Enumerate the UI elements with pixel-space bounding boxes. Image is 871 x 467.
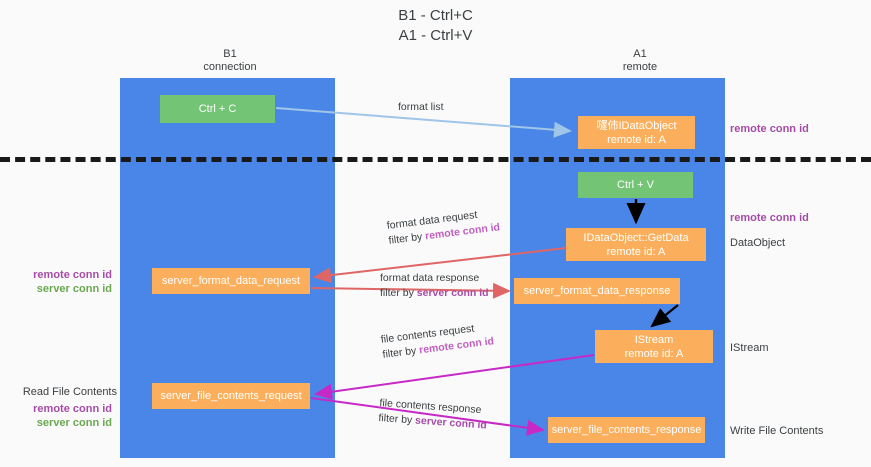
column-header-b1-name: B1	[223, 48, 237, 60]
label-right-istream: IStream	[730, 342, 769, 354]
node-idataobject-getdata[interactable]: IDataObject::GetData remote id: A	[566, 228, 706, 261]
node-idataobject-label: 嚺伂IDataObject	[596, 119, 677, 132]
arrow-label-format-data-response-text: format data response	[380, 272, 480, 284]
node-server-file-contents-request-label: server_file_contents_request	[160, 390, 302, 402]
column-header-a1-role: remote	[622, 61, 658, 73]
node-server-format-data-request-label: server_format_data_request	[161, 275, 301, 287]
page-title: B1 - Ctrl+C A1 - Ctrl+V	[0, 6, 871, 46]
label-left-server-conn-id-bottom: server conn id	[36, 417, 112, 429]
phase-divider	[0, 157, 871, 162]
node-ctrl-v-label: Ctrl + V	[617, 179, 654, 191]
title-line-1: B1 - Ctrl+C	[398, 7, 473, 24]
node-server-format-data-response[interactable]: server_format_data_response	[514, 278, 680, 304]
node-ctrl-v[interactable]: Ctrl + V	[578, 172, 693, 198]
node-istream[interactable]: IStream remote id: A	[595, 330, 713, 363]
label-left-remote-conn-id-bottom: remote conn id	[33, 403, 112, 415]
label-left-server-conn-id-top: server conn id	[36, 283, 112, 295]
arrow-label-format-list: format list	[398, 100, 444, 115]
label-right-dataobject: DataObject	[730, 237, 786, 249]
node-server-file-contents-request[interactable]: server_file_contents_request	[152, 383, 310, 409]
filter-prefix: filter by	[387, 230, 426, 247]
label-left-conn-ids-bottom: remote conn id server conn id	[22, 402, 112, 430]
filter-value-server-conn-id: server conn id	[416, 287, 489, 299]
node-ctrl-c[interactable]: Ctrl + C	[160, 95, 275, 123]
column-header-b1: B1 connection	[150, 48, 310, 74]
node-server-format-data-response-label: server_format_data_response	[523, 285, 671, 297]
arrow-label-format-data-response: format data response filter by server co…	[380, 271, 489, 301]
label-right-remote-conn-id-mid: remote conn id	[730, 212, 809, 224]
filter-prefix: filter by	[380, 287, 417, 299]
arrow-label-format-data-request: format data request filter by remote con…	[386, 205, 501, 248]
title-line-2: A1 - Ctrl+V	[398, 27, 473, 44]
filter-value-server-conn-id: server conn id	[414, 414, 488, 432]
label-right-write-file-contents: Write File Contents	[730, 425, 824, 437]
arrow-label-file-contents-request: file contents request filter by remote c…	[380, 319, 495, 362]
node-idataobject-sublabel: remote id: A	[607, 133, 666, 146]
filter-prefix: filter by	[381, 344, 420, 361]
filter-prefix: filter by	[378, 411, 416, 427]
label-left-read-file-contents: Read File Contents	[22, 386, 117, 398]
node-server-file-contents-response-label: server_file_contents_response	[551, 424, 702, 436]
node-server-file-contents-response[interactable]: server_file_contents_response	[548, 417, 705, 443]
arrow-label-format-list-text: format list	[398, 101, 444, 113]
column-header-a1: A1 remote	[560, 48, 720, 74]
node-istream-sublabel: remote id: A	[624, 347, 684, 360]
node-ctrl-c-label: Ctrl + C	[198, 103, 237, 115]
arrow-label-format-data-response-filter: filter by server conn id	[380, 286, 489, 301]
arrow-label-file-contents-response: file contents response filter by server …	[378, 396, 488, 433]
label-left-conn-ids-top: remote conn id server conn id	[22, 268, 112, 296]
node-getdata-sublabel: remote id: A	[606, 245, 666, 258]
column-header-b1-role: connection	[203, 61, 257, 73]
node-idataobject[interactable]: 嚺伂IDataObject remote id: A	[578, 116, 695, 149]
column-header-a1-name: A1	[633, 48, 647, 60]
node-getdata-label: IDataObject::GetData	[583, 231, 689, 244]
node-istream-label: IStream	[634, 333, 674, 346]
label-right-remote-conn-id-top: remote conn id	[730, 123, 809, 135]
label-left-remote-conn-id-top: remote conn id	[33, 269, 112, 281]
node-server-format-data-request[interactable]: server_format_data_request	[152, 268, 310, 294]
